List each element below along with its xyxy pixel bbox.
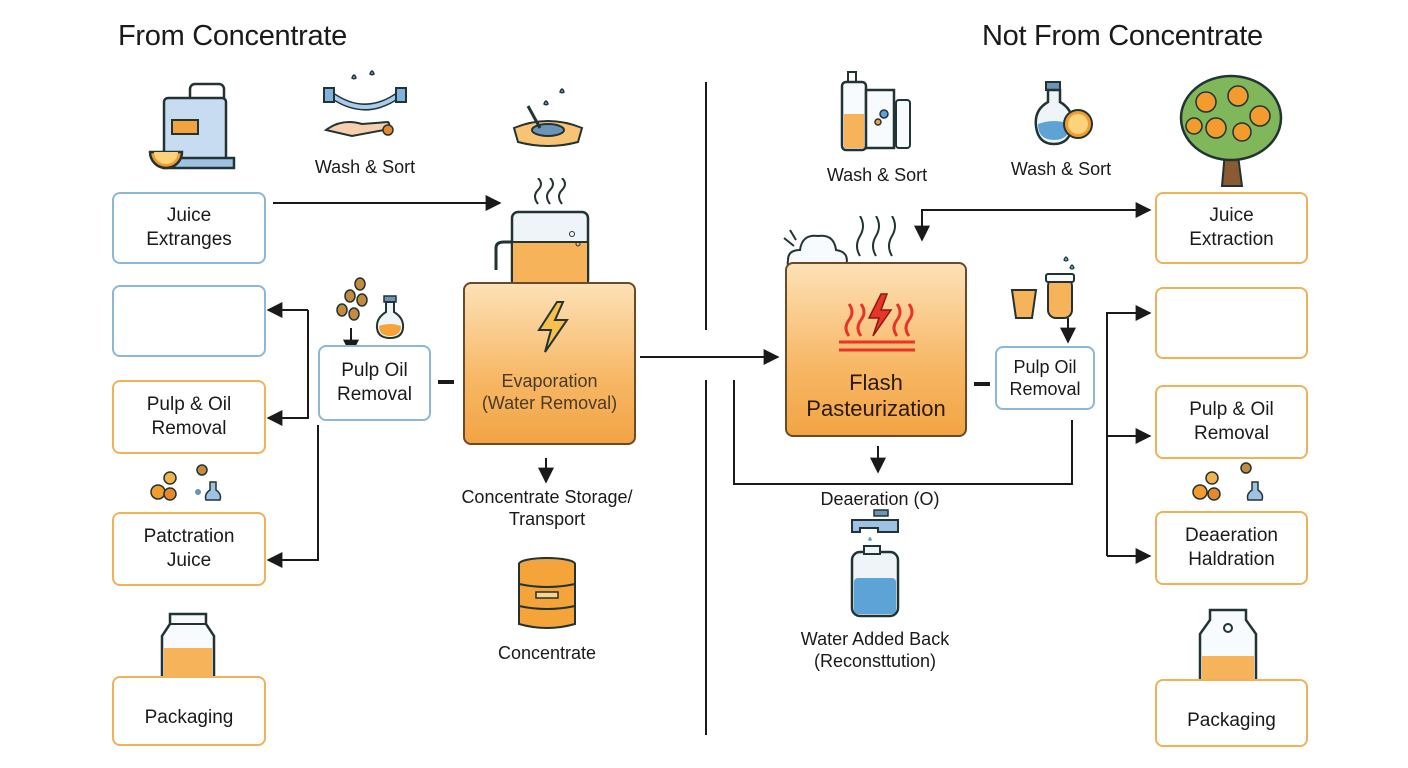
deaeration-box-right: Deaeration Haldration	[1155, 511, 1308, 585]
wash-sort-label-right-2: Wash & Sort	[1010, 159, 1112, 179]
left-title: From Concentrate	[118, 20, 347, 52]
concentrate-label: Concentrate	[497, 643, 597, 663]
beans-icon	[336, 277, 368, 321]
heat-icon	[839, 293, 915, 352]
pulp-oil-box-right: Pulp & Oil Removal	[1155, 385, 1308, 459]
evaporation-label: Evaporation (Water Removal)	[481, 371, 618, 413]
arrow-to-patc-box	[266, 425, 319, 568]
machine-box-left	[112, 285, 266, 357]
juicer-machine-icon	[148, 82, 236, 170]
fruit-pieces-icon-right	[1192, 462, 1264, 501]
steam-icon	[534, 178, 566, 205]
flash-pasteurization-box: Flash Pasteurization	[785, 262, 967, 437]
deaeration-label: Deaeration (O)	[820, 489, 940, 509]
water-dish-icon	[512, 88, 584, 147]
orange-tree-icon	[1179, 74, 1283, 187]
orange-flask-icon	[1034, 81, 1093, 146]
steam-lines-icon	[856, 216, 896, 257]
wash-sort-label-left: Wash & Sort	[314, 157, 416, 177]
patctration-juice-box: Patctration Juice	[112, 512, 266, 586]
packaging-box-right: Packaging	[1155, 679, 1308, 747]
pulp-oil-box-left: Pulp & Oil Removal	[112, 380, 266, 454]
arrow-to-pulp-box	[266, 310, 309, 426]
packaging-box-left: Packaging	[112, 676, 266, 746]
pulp-oil-small-box-right: Pulp Oil Removal	[995, 346, 1095, 410]
juice-extraction-box: Juice Extraction	[1155, 192, 1308, 264]
concentrate-storage-label: Concentrate Storage/ Transport	[461, 487, 633, 529]
loop-line	[733, 380, 1073, 485]
oil-drum-icon	[518, 557, 576, 629]
machine-box-right	[1155, 287, 1308, 359]
juice-extranges-box: Juice Extranges	[112, 192, 266, 264]
flash-pasteurization-label: Flash Pasteurization	[806, 370, 946, 421]
evaporation-box: Evaporation (Water Removal)	[463, 282, 636, 445]
wash-sort-label-right-1: Wash & Sort	[826, 165, 928, 185]
juice-tank-icon	[494, 210, 590, 286]
arrow-to-juice-extraction	[921, 202, 1152, 238]
right-title: Not From Concentrate	[982, 20, 1263, 52]
water-added-back-label: Water Added Back (Reconsttution)	[800, 629, 950, 671]
flask-icon	[375, 295, 405, 340]
pulp-oil-small-box-left: Pulp Oil Removal	[318, 345, 431, 421]
fruit-pieces-icon	[150, 464, 222, 501]
lightning-icon	[537, 301, 569, 353]
arrow-to-machine-box-right	[1106, 305, 1152, 556]
hand-washing-icon	[323, 70, 407, 138]
cups-icon	[1010, 256, 1075, 319]
bottles-icon	[840, 71, 911, 152]
faucet-jug-icon	[850, 509, 900, 618]
